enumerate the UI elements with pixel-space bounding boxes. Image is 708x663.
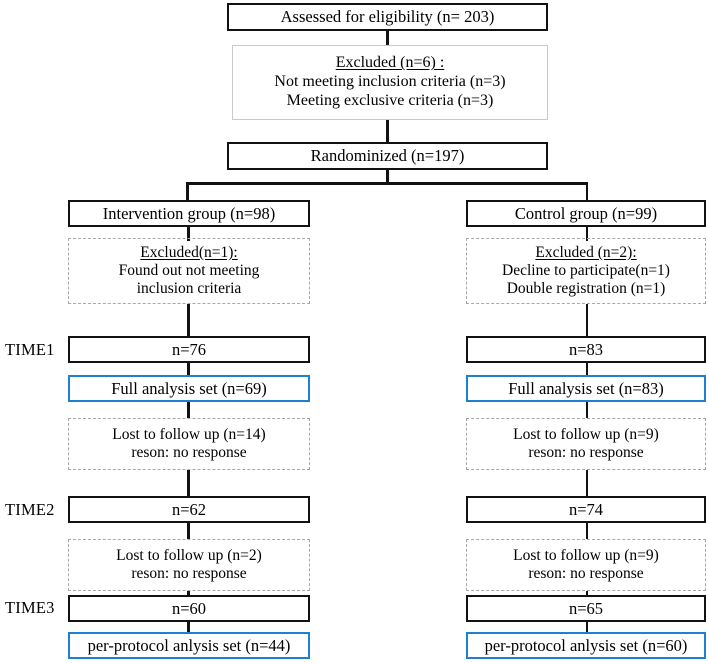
intervention-lost1-heading: Lost to follow up (n=14)	[112, 425, 266, 443]
intervention-full-analysis-label: Full analysis set (n=69)	[111, 378, 267, 398]
connector-intervention-time1-to-analysis	[187, 363, 190, 375]
intervention-lost1-reason: reson: no response	[131, 444, 247, 461]
intervention-group-box: Intervention group (n=98)	[68, 200, 310, 227]
intervention-time3-box: n=60	[68, 595, 310, 622]
assessed-for-eligibility-box: Assessed for eligibility (n= 203)	[227, 3, 548, 31]
control-per-protocol-label: per-protocol anlysis set (n=60)	[484, 635, 688, 655]
control-full-analysis-label: Full analysis set (n=83)	[508, 378, 664, 398]
connector-control-excluded-to-time1	[585, 304, 588, 336]
connector-control-to-excluded	[585, 227, 588, 241]
connector-intervention-to-excluded	[187, 227, 190, 241]
time2-label: TIME2	[5, 500, 55, 519]
control-full-analysis-box: Full analysis set (n=83)	[466, 375, 706, 402]
control-group-label: Control group (n=99)	[514, 203, 658, 223]
time1-label: TIME1	[5, 340, 55, 359]
control-lost1-box: Lost to follow up (n=9) reson: no respon…	[466, 418, 706, 470]
assessed-for-eligibility-label: Assessed for eligibility (n= 203)	[280, 7, 495, 27]
connector-intervention-time3-to-pp	[187, 622, 190, 633]
control-lost2-reason: reson: no response	[528, 565, 644, 582]
excluded-enrollment-heading: Excluded (n=6) :	[335, 54, 445, 72]
connector-control-time2-to-lost2	[585, 523, 588, 539]
connector-intervention-lost2-to-time3	[187, 591, 190, 597]
connector-control-lost2-to-time3	[585, 591, 588, 597]
connector-control-analysis-to-lost1	[585, 402, 588, 418]
control-time3-n: n=65	[568, 598, 604, 618]
intervention-full-analysis-box: Full analysis set (n=69)	[68, 375, 310, 402]
connector-randomized-stem	[386, 170, 389, 184]
intervention-time1-n: n=76	[171, 339, 207, 359]
intervention-excluded-reason-1: Found out not meeting	[118, 261, 260, 279]
intervention-lost2-heading: Lost to follow up (n=2)	[116, 546, 262, 564]
intervention-group-label: Intervention group (n=98)	[102, 203, 276, 223]
intervention-per-protocol-label: per-protocol anlysis set (n=44)	[87, 635, 291, 655]
intervention-per-protocol-box: per-protocol anlysis set (n=44)	[68, 632, 310, 659]
intervention-time3-n: n=60	[171, 598, 207, 618]
intervention-time2-box: n=62	[68, 496, 310, 523]
control-excluded-box: Excluded (n=2): Decline to participate(n…	[466, 238, 706, 304]
intervention-excluded-heading: Excluded(n=1):	[140, 243, 238, 261]
control-time2-n: n=74	[568, 499, 604, 519]
connector-control-time3-to-pp	[585, 622, 588, 633]
connector-split-to-control	[585, 182, 588, 204]
connector-assessed-to-excluded	[386, 31, 389, 45]
control-lost1-heading: Lost to follow up (n=9)	[513, 425, 659, 443]
control-time1-n: n=83	[568, 339, 604, 359]
intervention-lost2-reason: reson: no response	[131, 565, 247, 582]
control-time3-box: n=65	[466, 595, 706, 622]
connector-intervention-lost1-to-time2	[187, 470, 190, 497]
control-excluded-heading: Excluded (n=2):	[535, 243, 637, 261]
control-time2-box: n=74	[466, 496, 706, 523]
intervention-time2-n: n=62	[171, 499, 207, 519]
excluded-enrollment-reason-1: Not meeting inclusion criteria (n=3)	[274, 73, 506, 91]
control-per-protocol-box: per-protocol anlysis set (n=60)	[466, 632, 706, 659]
control-lost2-box: Lost to follow up (n=9) reson: no respon…	[466, 539, 706, 591]
control-excluded-reason-1: Decline to participate(n=1)	[502, 261, 670, 279]
control-lost1-reason: reson: no response	[528, 444, 644, 461]
excluded-enrollment-box: Excluded (n=6) : Not meeting inclusion c…	[232, 45, 548, 120]
connector-control-lost1-to-time2	[585, 470, 588, 497]
connector-intervention-excluded-to-time1	[187, 304, 190, 336]
connector-intervention-time2-to-lost2	[187, 523, 190, 539]
randomized-box: Randominized (n=197)	[227, 142, 548, 170]
intervention-excluded-reason-2: inclusion criteria	[136, 280, 242, 298]
intervention-lost2-box: Lost to follow up (n=2) reson: no respon…	[68, 539, 310, 591]
control-excluded-reason-2: Double registration (n=1)	[506, 280, 666, 298]
intervention-lost1-box: Lost to follow up (n=14) reson: no respo…	[68, 418, 310, 470]
connector-control-time1-to-analysis	[585, 363, 588, 375]
time3-label: TIME3	[5, 598, 55, 617]
control-lost2-heading: Lost to follow up (n=9)	[513, 546, 659, 564]
connector-randomized-split	[186, 182, 588, 185]
intervention-excluded-box: Excluded(n=1): Found out not meeting inc…	[68, 238, 310, 304]
connector-split-to-intervention	[186, 182, 189, 204]
randomized-label: Randominized (n=197)	[310, 146, 465, 166]
control-time1-box: n=83	[466, 336, 706, 363]
control-group-box: Control group (n=99)	[466, 200, 706, 227]
intervention-time1-box: n=76	[68, 336, 310, 363]
connector-excluded-to-randomized	[386, 120, 389, 142]
excluded-enrollment-reason-2: Meeting exclusive criteria (n=3)	[286, 91, 494, 109]
connector-intervention-analysis-to-lost1	[187, 402, 190, 418]
